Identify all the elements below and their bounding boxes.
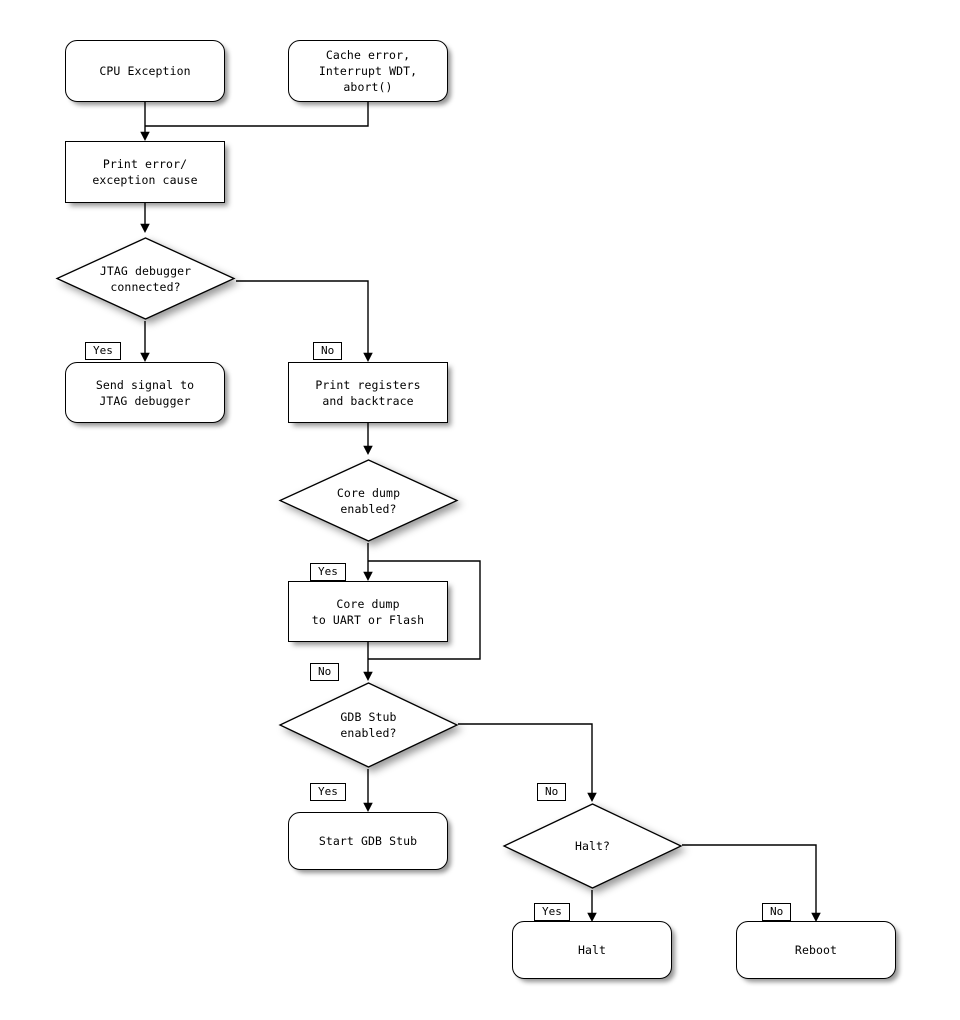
node-gdb-stub-enabled-label: GDB Stub enabled? (340, 710, 397, 740)
edge-halt-no (682, 844, 821, 922)
node-reboot[interactable]: Reboot (736, 921, 896, 979)
node-halt-question-label: Halt? (574, 839, 611, 853)
edge-cache-to-print (145, 102, 369, 127)
node-reboot-label: Reboot (794, 943, 838, 957)
node-cpu-exception[interactable]: CPU Exception (65, 40, 225, 102)
edge-label-halt-yes: Yes (534, 903, 570, 921)
node-cache-error[interactable]: Cache error, Interrupt WDT, abort() (288, 40, 448, 102)
edge-label-jtag-yes: Yes (85, 342, 121, 360)
node-print-registers-label: Print registers and backtrace (315, 377, 421, 408)
edge-label-halt-no: No (762, 903, 792, 921)
node-print-registers[interactable]: Print registers and backtrace (288, 362, 448, 423)
node-gdb-stub-enabled[interactable]: GDB Stub enabled? (278, 681, 459, 769)
node-halt-question[interactable]: Halt? (502, 802, 683, 890)
edge-label-gdbstub-no: No (537, 783, 567, 801)
edge-label-coredump-yes: Yes (310, 563, 346, 581)
node-halt-label: Halt (577, 943, 607, 957)
node-print-error[interactable]: Print error/ exception cause (65, 141, 225, 203)
node-halt[interactable]: Halt (512, 921, 672, 979)
node-jtag-connected[interactable]: JTAG debugger connected? (55, 236, 236, 321)
node-start-gdb-stub-label: Start GDB Stub (318, 834, 418, 848)
edge-label-coredump-no: No (310, 663, 340, 681)
node-start-gdb-stub[interactable]: Start GDB Stub (288, 812, 448, 870)
node-jtag-connected-label: JTAG debugger connected? (99, 263, 192, 294)
node-core-dump-enabled-label: Core dump enabled? (336, 485, 401, 516)
edge-jtag-no (236, 280, 373, 362)
edge-label-gdbstub-yes: Yes (310, 783, 346, 801)
node-core-dump[interactable]: Core dump to UART or Flash (288, 581, 448, 642)
node-print-error-label: Print error/ exception cause (92, 157, 198, 187)
node-core-dump-label: Core dump to UART or Flash (311, 596, 425, 627)
node-send-signal-label: Send signal to JTAG debugger (95, 377, 195, 408)
edge-gdb-no (458, 723, 597, 802)
node-cpu-exception-label: CPU Exception (99, 64, 191, 78)
node-send-signal[interactable]: Send signal to JTAG debugger (65, 362, 225, 423)
edge-label-jtag-no: No (313, 342, 343, 360)
node-cache-error-label: Cache error, Interrupt WDT, abort() (318, 48, 418, 94)
node-core-dump-enabled[interactable]: Core dump enabled? (278, 458, 459, 543)
